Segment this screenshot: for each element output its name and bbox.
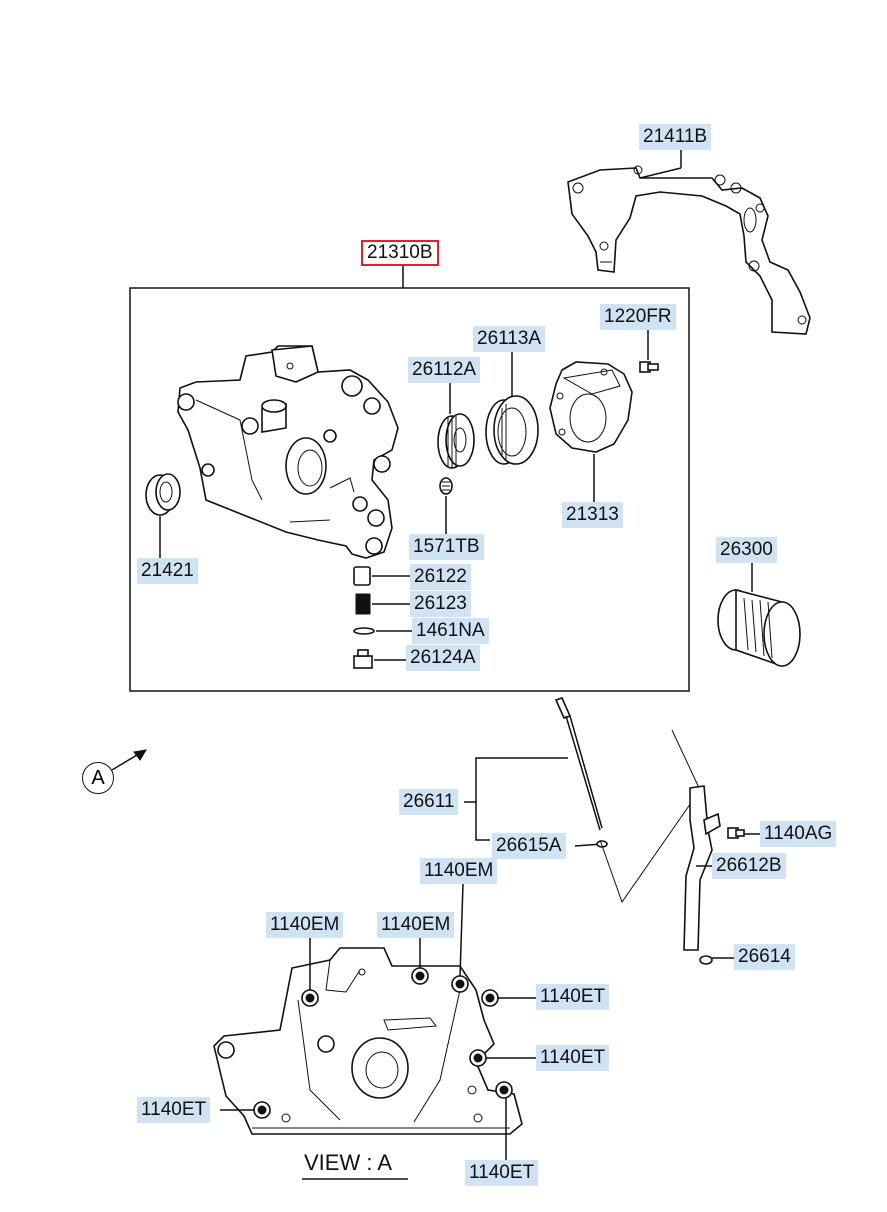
label-1140ET-left[interactable]: 1140ET — [137, 1097, 211, 1123]
label-1220FR[interactable]: 1220FR — [600, 304, 676, 330]
label-26112A[interactable]: 26112A — [408, 357, 481, 383]
label-1140ET-bottom[interactable]: 1140ET — [465, 1160, 539, 1186]
plug-1571TB[interactable] — [439, 477, 453, 495]
leader-1140EM-top — [459, 883, 464, 977]
guide-tube-26612B[interactable] — [683, 785, 721, 951]
label-1140EM-left[interactable]: 1140EM — [266, 912, 344, 938]
relief-spring-26123[interactable] — [355, 593, 371, 615]
bolt-1140EM-b[interactable] — [411, 967, 429, 985]
label-1571TB[interactable]: 1571TB — [409, 534, 484, 560]
label-1140ET-r1[interactable]: 1140ET — [536, 984, 610, 1010]
oil-seal-21421[interactable] — [145, 473, 181, 516]
bolt-1140ET-a[interactable] — [481, 989, 499, 1007]
label-26124A[interactable]: 26124A — [406, 645, 480, 671]
bolt-1140ET-d[interactable] — [495, 1081, 513, 1099]
view-arrow-head — [133, 749, 147, 761]
relief-plug-26124A[interactable] — [353, 649, 373, 669]
leader-21411B-b — [639, 167, 682, 179]
label-26614[interactable]: 26614 — [734, 944, 795, 970]
label-21421[interactable]: 21421 — [137, 558, 198, 584]
screw-1220FR[interactable] — [639, 361, 659, 373]
label-26615A[interactable]: 26615A — [492, 833, 566, 859]
pump-cover-21313[interactable] — [549, 361, 633, 453]
bolt-1140ET-c[interactable] — [253, 1101, 271, 1119]
leader-26611 — [475, 757, 568, 841]
label-26611[interactable]: 26611 — [399, 789, 459, 815]
label-26122[interactable]: 26122 — [410, 564, 471, 590]
break-line — [599, 729, 701, 904]
label-1140ET-r2[interactable]: 1140ET — [536, 1045, 610, 1071]
label-26123[interactable]: 26123 — [410, 591, 471, 617]
label-26113A[interactable]: 26113A — [473, 326, 546, 352]
label-21411B[interactable]: 21411B — [639, 124, 712, 150]
label-1461NA[interactable]: 1461NA — [412, 618, 489, 644]
label-21310B-selected[interactable]: 21310B — [361, 240, 439, 266]
gasket-1461NA[interactable] — [353, 627, 375, 635]
inner-gear-26112A[interactable] — [437, 413, 475, 469]
bolt-1140ET-b[interactable] — [469, 1049, 487, 1067]
label-21313[interactable]: 21313 — [562, 502, 623, 528]
gasket-21411B[interactable] — [567, 165, 811, 335]
relief-plunger-26122[interactable] — [353, 566, 371, 586]
bolt-1140EM-a[interactable] — [301, 989, 319, 1007]
outer-gear-26113A[interactable] — [485, 395, 539, 465]
label-1140EM-mid[interactable]: 1140EM — [377, 912, 455, 938]
label-26612B[interactable]: 26612B — [712, 853, 786, 879]
label-26300[interactable]: 26300 — [716, 537, 777, 563]
oil-pump-body[interactable] — [177, 345, 399, 559]
dipstick-26611[interactable] — [554, 697, 603, 831]
o-ring-26614[interactable] — [699, 955, 713, 965]
bolt-1140AG[interactable] — [727, 827, 745, 839]
view-a-marker: A — [82, 762, 114, 794]
bolt-1140EM-c[interactable] — [451, 975, 469, 993]
assembly-box — [129, 287, 690, 692]
label-1140AG[interactable]: 1140AG — [760, 821, 837, 847]
view-a-caption: VIEW : A — [304, 1150, 393, 1175]
label-1140EM-top[interactable]: 1140EM — [420, 858, 498, 884]
oil-filter-26300[interactable] — [717, 588, 801, 668]
front-case-view-a[interactable] — [213, 947, 523, 1135]
